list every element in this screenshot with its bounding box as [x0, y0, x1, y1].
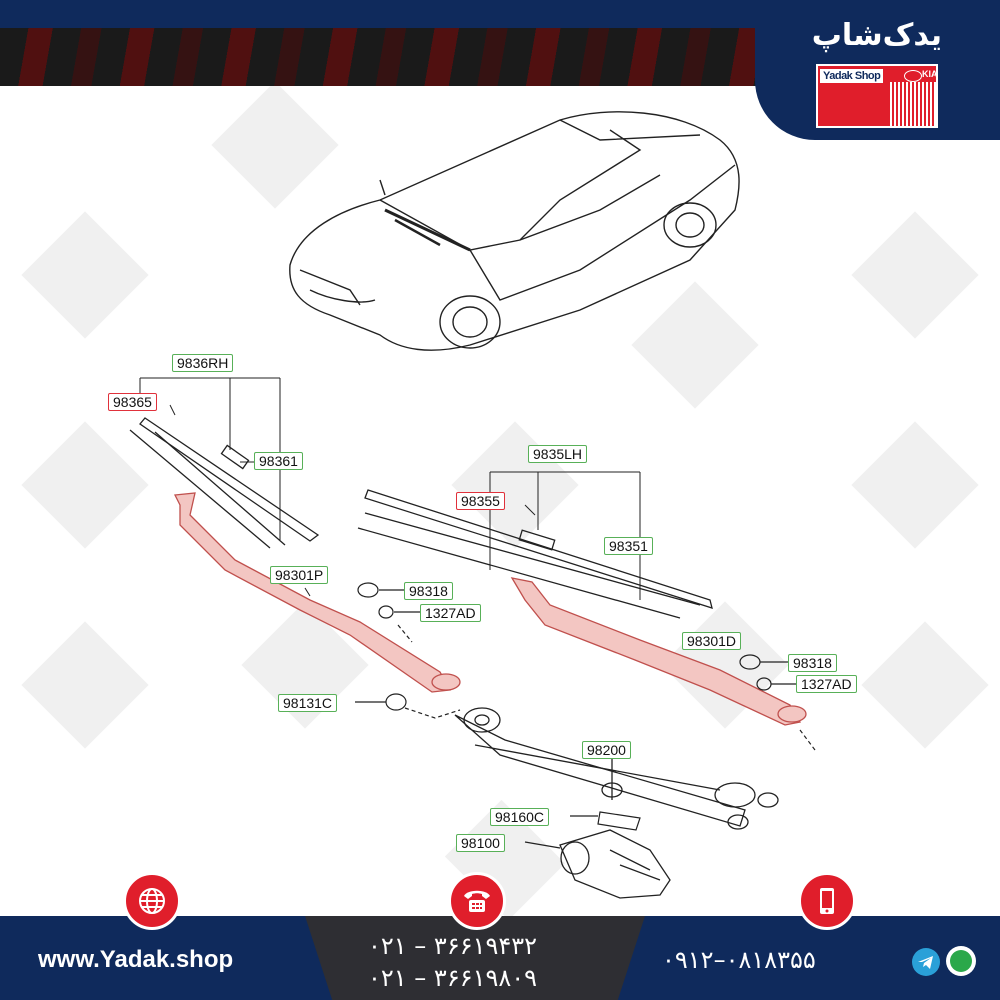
- lh-wiper-blade: [357, 489, 713, 619]
- telephone-icon[interactable]: [448, 872, 506, 930]
- kia-logo-text: KIA: [922, 69, 938, 79]
- rh-wiper-arm: [173, 492, 461, 693]
- callout-rh-arm[interactable]: 98301P: [270, 566, 329, 584]
- callout-lh-cap[interactable]: 98318: [788, 654, 837, 672]
- callout-lh-blade[interactable]: 98351: [604, 537, 653, 555]
- callout-lh-nut[interactable]: 1327AD: [796, 675, 857, 693]
- car-illustration: [289, 111, 740, 351]
- mobile-number[interactable]: ۰۹۱۲–۰۸۱۸۳۵۵: [662, 946, 816, 974]
- brand-logo[interactable]: Yadak Shop KIA: [816, 64, 938, 128]
- header-pattern-band: [0, 28, 760, 86]
- callout-rh-refill[interactable]: 98365: [108, 393, 157, 411]
- lh-wiper-arm: [510, 577, 807, 726]
- whatsapp-icon[interactable]: [946, 946, 976, 976]
- callout-rh-nut[interactable]: 1327AD: [420, 604, 481, 622]
- callout-bracket[interactable]: 98160C: [490, 808, 550, 826]
- brand-latin-name: Yadak Shop: [820, 69, 884, 83]
- phone-number-1[interactable]: ۰۲۱ – ۳۶۶۱۹۴۳۲: [368, 932, 538, 960]
- phone-number-2[interactable]: ۰۲۱ – ۳۶۶۱۹۸۰۹: [368, 964, 538, 992]
- wiper-parts-diagram: [21, 86, 989, 916]
- wiper-linkage: [454, 707, 779, 830]
- lh-cap-nut: [739, 654, 816, 751]
- telegram-icon[interactable]: [912, 948, 940, 976]
- watermark-pattern: [21, 86, 989, 916]
- callout-pivot-cap[interactable]: 98131C: [278, 694, 338, 712]
- callout-rh-cap[interactable]: 98318: [404, 582, 453, 600]
- wiper-motor: [524, 829, 671, 899]
- callout-rh-set[interactable]: 9836RH: [172, 354, 234, 372]
- callout-linkage[interactable]: 98200: [582, 741, 631, 759]
- website-link[interactable]: www.Yadak.shop: [38, 946, 234, 973]
- callout-lh-arm[interactable]: 98301D: [682, 632, 742, 650]
- callout-lh-refill[interactable]: 98355: [456, 492, 505, 510]
- footer-phone-panel: [305, 916, 645, 1000]
- brand-persian-name: یدک‌شاپ: [811, 18, 942, 53]
- rh-wiper-blade: [129, 417, 320, 549]
- motor-bracket: [570, 811, 641, 831]
- globe-icon[interactable]: [123, 872, 181, 930]
- callout-lh-set[interactable]: 9835LH: [528, 445, 588, 463]
- rh-cap-nut: [357, 582, 420, 643]
- pivot-cap-part: [355, 693, 461, 719]
- callout-rh-blade[interactable]: 98361: [254, 452, 303, 470]
- hyundai-logo-icon: [904, 70, 922, 82]
- logo-stripes: [890, 82, 936, 126]
- mobile-phone-icon[interactable]: [798, 872, 856, 930]
- callout-motor[interactable]: 98100: [456, 834, 505, 852]
